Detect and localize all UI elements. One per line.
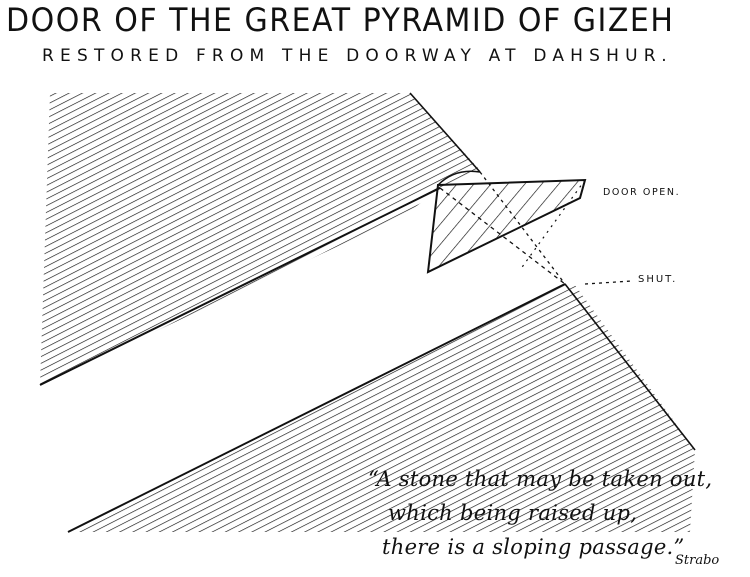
door-shut-dotted-2 [479, 171, 566, 285]
quote-line-1: “A stone that may be taken out, [368, 467, 713, 491]
quote-line-3: there is a sloping passage.” [382, 535, 685, 559]
passage-roof-line [39, 187, 441, 386]
strabo-quote: “A stone that may be taken out, which be… [368, 462, 748, 564]
door-shut-dotted-1 [439, 187, 566, 285]
door-stone-open [426, 178, 587, 274]
casing-slope-line [564, 283, 696, 451]
lower-masonry-block [68, 285, 695, 532]
door-pivot-arc [437, 170, 481, 186]
diagram-subtitle: RESTORED FROM THE DOORWAY AT DAHSHUR. [42, 46, 673, 66]
door-open-label: DOOR OPEN. [603, 187, 681, 198]
quote-attribution: Strabo [675, 553, 720, 568]
door-swing-dotted [519, 179, 586, 271]
shut-leader-dotted [584, 280, 633, 285]
passage-floor-line [67, 283, 566, 533]
upper-masonry-block [40, 93, 480, 385]
door-shut-label: SHUT. [638, 274, 678, 285]
pyramid-face-upper [409, 92, 481, 173]
diagram-title: DOOR OF THE GREAT PYRAMID OF GIZEH [6, 2, 675, 40]
quote-line-2: which being raised up, [388, 501, 638, 525]
